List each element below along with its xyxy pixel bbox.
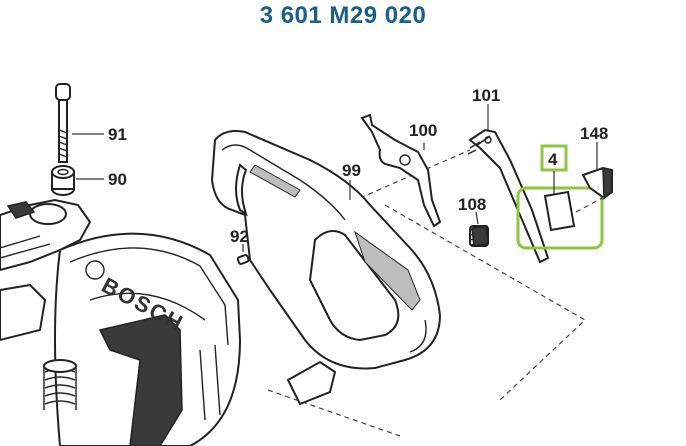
callout-100: 100 [409,121,437,140]
part-108-spring[interactable] [469,225,489,247]
assembly-line-148 [575,195,607,213]
part-90-washer[interactable] [51,165,75,196]
part-101-cover[interactable] [468,128,550,264]
part-4-insert[interactable] [543,190,576,232]
part-91-bolt[interactable] [55,83,71,163]
highlight-frame-part-4 [516,186,604,250]
part-99-handle[interactable] [210,130,442,370]
blade-guard: BOSCH [54,232,242,446]
callout-99: 99 [342,161,361,180]
assembly-boundary [267,149,586,437]
callout-108: 108 [458,195,486,214]
callout-91: 91 [108,125,127,144]
part-148-knob[interactable] [581,166,613,200]
leader-108 [475,211,479,225]
callout-4: 4 [548,150,558,169]
part-100-lever[interactable] [360,113,442,228]
callout-92: 92 [230,227,249,246]
callout-101: 101 [472,86,500,105]
spring-part [43,359,77,410]
part-number-title: 3 601 M29 020 [259,2,427,29]
callout-148: 148 [580,124,608,143]
highlight-box-callout-4 [540,144,568,172]
callout-90: 90 [108,170,127,189]
lower-bracket [286,360,337,406]
saw-motor-housing [0,198,92,342]
part-92-pin[interactable] [236,254,250,265]
clip-detail [467,141,481,155]
